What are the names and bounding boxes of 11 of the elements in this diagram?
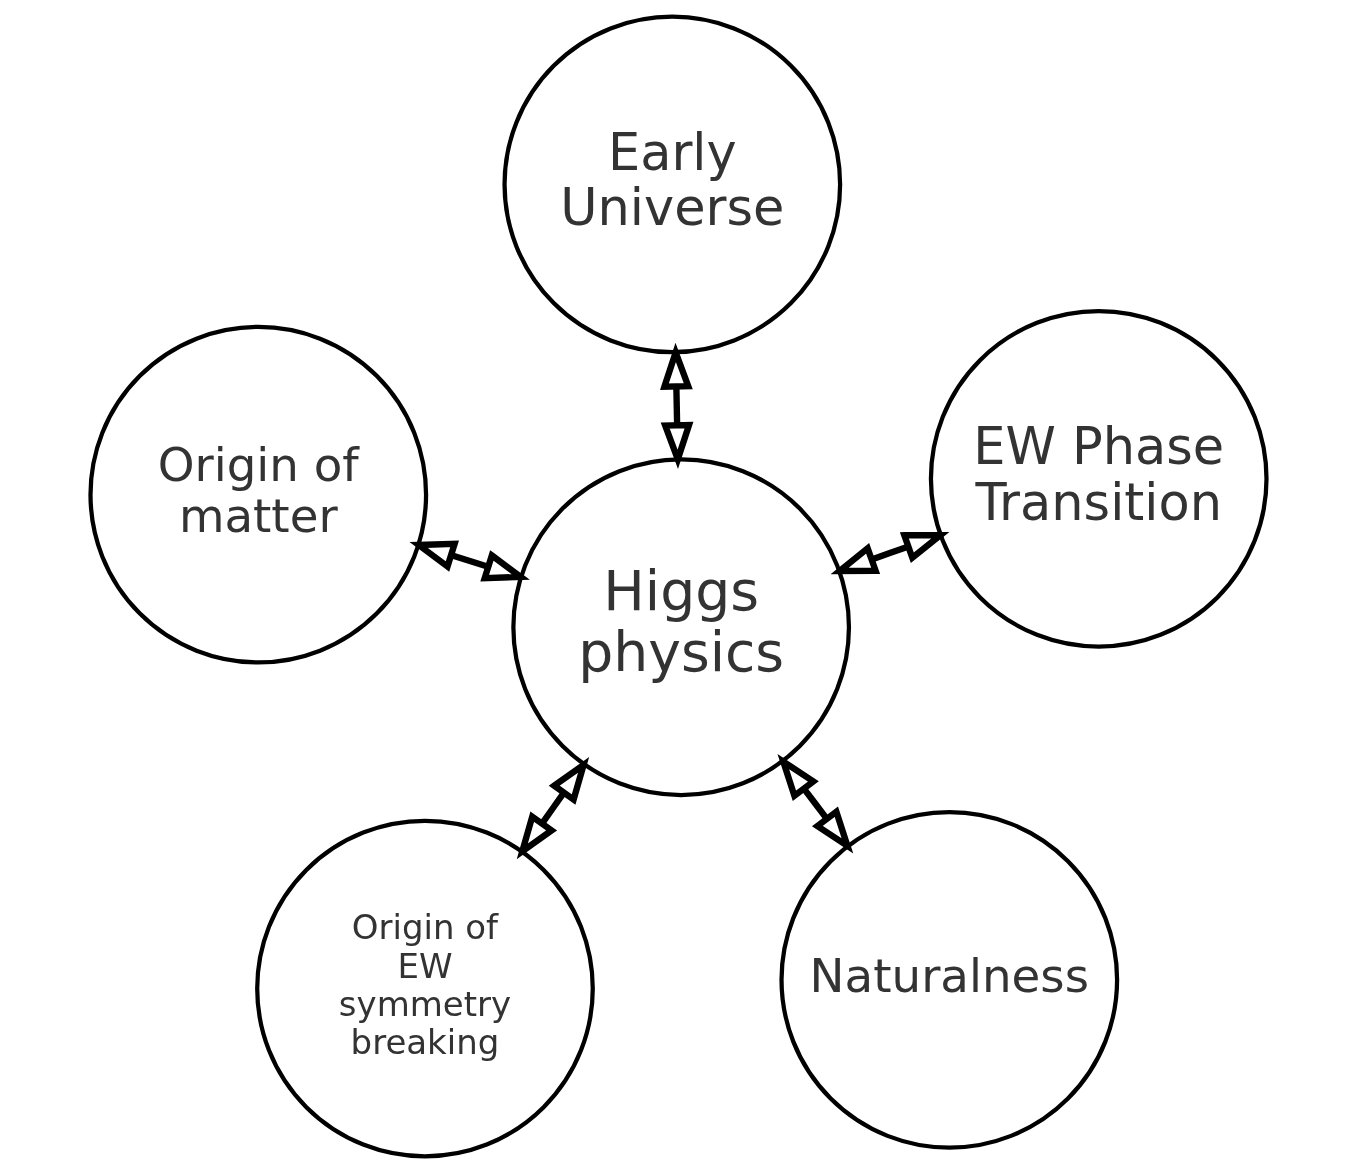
node-circle: Higgs physics [510, 457, 851, 798]
arrow [830, 531, 949, 575]
arrow [776, 753, 853, 854]
arrow [408, 540, 530, 582]
node-circle: Origin of matter [87, 324, 428, 665]
node-circle: EW Phase Transition [928, 308, 1269, 649]
arrow [659, 342, 693, 469]
node-circle: Naturalness [778, 809, 1119, 1150]
node-circle: Early Universe [501, 14, 842, 355]
arrow [516, 757, 589, 860]
node-circle: Origin of EW symmetry breaking [254, 818, 595, 1159]
